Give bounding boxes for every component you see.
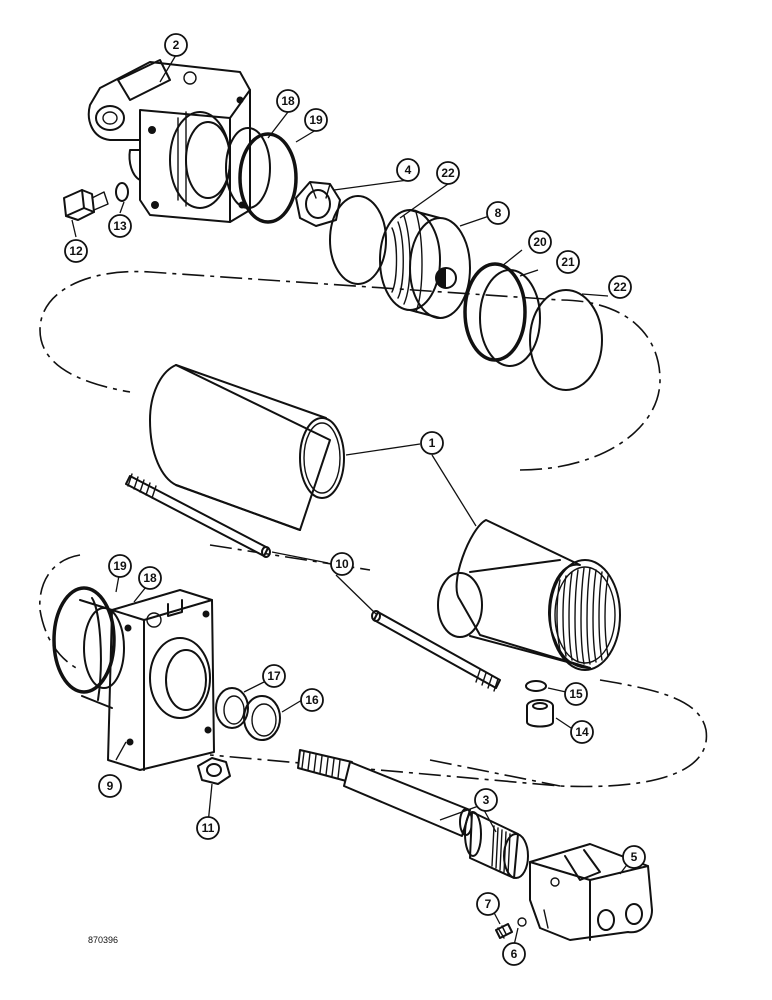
callout-11: 11 [196,816,220,840]
callout-22-right: 22 [608,275,632,299]
callout-15: 15 [564,682,588,706]
rod-clevis [529,843,653,941]
callout-1: 1 [420,431,444,455]
piston-rod [297,749,473,837]
svg-text:22: 22 [441,166,455,180]
callout-9: 9 [98,774,122,798]
figure-number: 870396 [88,935,118,945]
callout-16: 16 [300,688,324,712]
callout-14: 14 [570,720,594,744]
callout-13: 13 [108,214,132,238]
svg-text:16: 16 [305,693,319,707]
piston [379,209,471,319]
svg-text:8: 8 [495,206,502,220]
cylinder-barrel-lower [437,519,621,671]
lower-assembly-outline [39,544,708,788]
base-gland-body [79,597,113,709]
bushing-17-inner [223,695,245,725]
ball-6 [517,917,527,927]
seal-16-inner [251,703,277,737]
plug [63,189,109,221]
upper-assembly-outline [39,270,661,471]
seal-16 [243,695,281,741]
tie-rod-lower [371,610,501,692]
svg-text:18: 18 [143,571,157,585]
svg-text:14: 14 [575,725,589,739]
svg-text:22: 22 [613,280,627,294]
seal-20 [463,262,527,362]
callout-3: 3 [474,788,498,812]
callout-8: 8 [486,201,510,225]
piston-rod-threaded-end [464,811,529,879]
svg-text:5: 5 [631,850,638,864]
svg-text:2: 2 [173,38,180,52]
o-ring-15 [525,680,547,692]
svg-text:9: 9 [107,779,114,793]
svg-text:4: 4 [405,163,412,177]
callout-10: 10 [330,552,354,576]
lower-outline-left-return [39,609,81,671]
svg-text:11: 11 [202,821,215,835]
tie-rod-upper [125,473,271,558]
callout-12: 12 [64,239,88,263]
head-end-cap [87,59,251,223]
o-ring-13 [115,182,129,202]
callout-17: 17 [262,664,286,688]
svg-text:19: 19 [309,113,323,127]
cylinder-barrel-upper [149,364,345,531]
bushing-17 [215,687,249,729]
callout-22-left: 22 [436,161,460,185]
backup-ring-22-right [529,289,603,391]
callout-20: 20 [528,230,552,254]
svg-text:10: 10 [335,557,349,571]
callout-21: 21 [556,250,580,274]
o-ring-19-bottom [52,586,116,694]
svg-text:17: 17 [267,669,281,683]
callout-19-bottom: 19 [108,554,132,578]
svg-text:21: 21 [561,255,575,269]
svg-text:6: 6 [511,947,518,961]
svg-text:1: 1 [429,436,436,450]
callout-5: 5 [622,845,646,869]
callout-6: 6 [502,942,526,966]
tie-rod-nut [197,757,231,785]
leader-lines [71,54,633,955]
callout-18-top: 18 [276,89,300,113]
callout-4: 4 [396,158,420,182]
callout-19-top: 19 [304,108,328,132]
wear-ring-21 [479,269,541,367]
set-screw-7 [495,923,513,939]
svg-text:13: 13 [113,219,127,233]
plug-14 [526,699,554,728]
callout-7: 7 [476,892,500,916]
backup-ring-22-left [329,195,387,285]
svg-text:3: 3 [483,793,490,807]
callout-18-bottom: 18 [138,566,162,590]
svg-text:15: 15 [569,687,583,701]
svg-text:7: 7 [485,897,492,911]
o-ring-19-top [238,132,298,224]
svg-text:20: 20 [533,235,547,249]
svg-text:19: 19 [113,559,127,573]
base-end-cap [107,589,215,771]
svg-text:12: 12 [69,244,83,258]
svg-text:18: 18 [281,94,295,108]
callout-2: 2 [164,33,188,57]
